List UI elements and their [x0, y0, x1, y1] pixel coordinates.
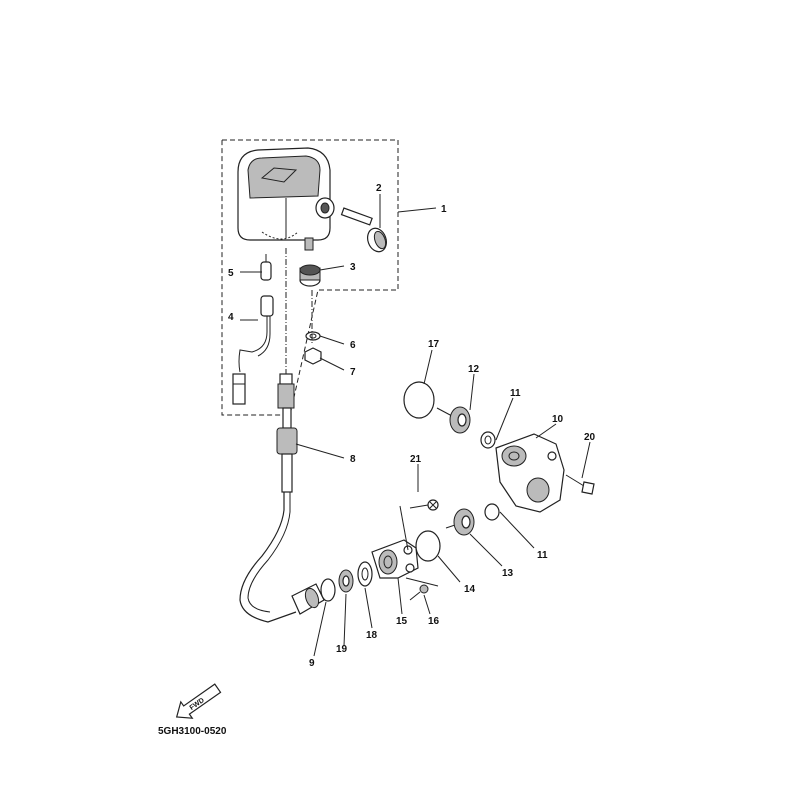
- fwd-label: FWD: [189, 697, 206, 712]
- callout-1: 1: [441, 204, 447, 215]
- gear-housing: [495, 433, 565, 513]
- bulb: [260, 254, 272, 281]
- diagram-code: 5GH3100-0520: [158, 726, 227, 737]
- cover-screw: [409, 499, 439, 511]
- bushing: [484, 503, 500, 521]
- gasket: [415, 530, 441, 562]
- callout-21: 21: [410, 454, 422, 465]
- callout-11a: 11: [510, 388, 521, 399]
- speedometer-unit: [237, 147, 335, 251]
- drive-gear: [445, 508, 475, 536]
- callout-6: 6: [350, 340, 356, 351]
- callout-3: 3: [350, 262, 356, 273]
- bulb-socket: [232, 295, 274, 405]
- callout-12: 12: [468, 364, 480, 375]
- drive-washer: [357, 561, 373, 587]
- drive-housing: [371, 539, 419, 579]
- callout-15: 15: [396, 616, 408, 627]
- leader-lines: [240, 194, 591, 657]
- callout-13: 13: [502, 568, 514, 579]
- gear-shaft: [436, 406, 471, 434]
- callout-19: 19: [336, 644, 348, 655]
- o-ring: [320, 578, 336, 602]
- callout-9: 9: [309, 658, 315, 669]
- grommet: [299, 264, 321, 287]
- callout-11b: 11: [537, 550, 548, 561]
- bushing: [480, 431, 496, 449]
- callout-5: 5: [228, 268, 234, 279]
- callout-20: 20: [584, 432, 596, 443]
- nut: [304, 347, 322, 365]
- callout-10: 10: [552, 414, 564, 425]
- callout-2: 2: [376, 183, 382, 194]
- callout-labels: 1 2 3 4 5 6 7 8 9 10 11 11 12 13 14 15 1…: [228, 183, 596, 669]
- large-o-ring: [403, 381, 435, 419]
- callout-18: 18: [366, 630, 378, 641]
- oil-seal: [338, 569, 354, 593]
- callout-7: 7: [350, 367, 356, 378]
- speedometer-cable: [239, 373, 325, 623]
- reset-knob: [340, 207, 388, 253]
- assembly-boundary: [221, 139, 399, 416]
- fwd-arrow-icon: FWD: [175, 683, 222, 719]
- callout-16: 16: [428, 616, 440, 627]
- bolt: [565, 474, 595, 495]
- callout-17: 17: [428, 339, 440, 350]
- callout-8: 8: [350, 454, 356, 465]
- callout-14: 14: [464, 584, 476, 595]
- housing-screw: [409, 584, 429, 601]
- washer: [305, 331, 321, 341]
- callout-4: 4: [228, 312, 234, 323]
